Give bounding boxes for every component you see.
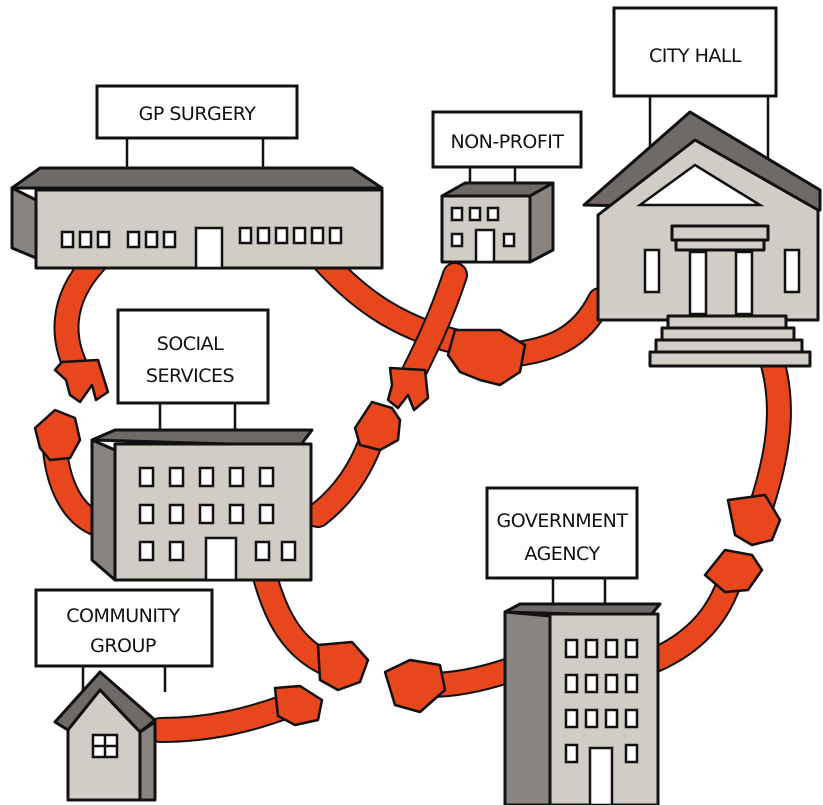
community-group-label-line2: GROUP xyxy=(90,635,156,657)
social-services-node: SOCIAL SERVICES xyxy=(90,308,314,582)
social-services-label-line2: SERVICES xyxy=(146,365,234,387)
community-group-label-line1: COMMUNITY xyxy=(66,605,180,627)
city-hall-sign xyxy=(612,6,778,98)
gp-surgery-windows xyxy=(60,226,343,270)
arm-cityhall-to-handshake xyxy=(446,287,613,387)
arm-community-right xyxy=(147,684,324,743)
handshake-hands xyxy=(446,328,527,387)
city-hall-label: CITY HALL xyxy=(649,45,742,67)
government-agency-label-line2: AGENCY xyxy=(524,543,600,565)
social-services-label-line1: SOCIAL xyxy=(157,333,224,355)
arm-nonprofit-down xyxy=(386,262,468,412)
non-profit-node: NON-PROFIT xyxy=(431,110,583,264)
city-hall-node: CITY HALL xyxy=(582,6,822,368)
non-profit-windows xyxy=(450,206,516,264)
non-profit-label: NON-PROFIT xyxy=(451,131,565,153)
gp-surgery-label: GP SURGERY xyxy=(139,103,257,125)
arm-social-down xyxy=(249,552,370,692)
arm-social-up-left xyxy=(33,408,113,538)
government-agency-sign xyxy=(485,486,639,580)
arm-gp-to-social-left xyxy=(53,249,110,404)
arm-gp-to-handshake xyxy=(312,249,483,358)
arm-government-up xyxy=(642,548,764,673)
government-agency-windows xyxy=(564,638,639,805)
non-profit-sign xyxy=(431,110,583,169)
government-agency-label-line1: GOVERNMENT xyxy=(497,510,629,532)
government-agency-node: GOVERNMENT AGENCY xyxy=(485,486,662,805)
city-hall-steps xyxy=(648,314,812,368)
gp-surgery-node: GP SURGERY xyxy=(10,84,384,270)
gp-surgery-sign xyxy=(95,84,299,140)
community-group-sign xyxy=(34,588,214,668)
arm-social-up-right xyxy=(305,400,402,528)
arm-government-left xyxy=(383,657,523,714)
community-group-node: COMMUNITY GROUP xyxy=(34,588,214,802)
social-services-windows xyxy=(138,466,297,582)
social-services-sign xyxy=(116,308,270,405)
connecting-arms xyxy=(33,249,792,743)
